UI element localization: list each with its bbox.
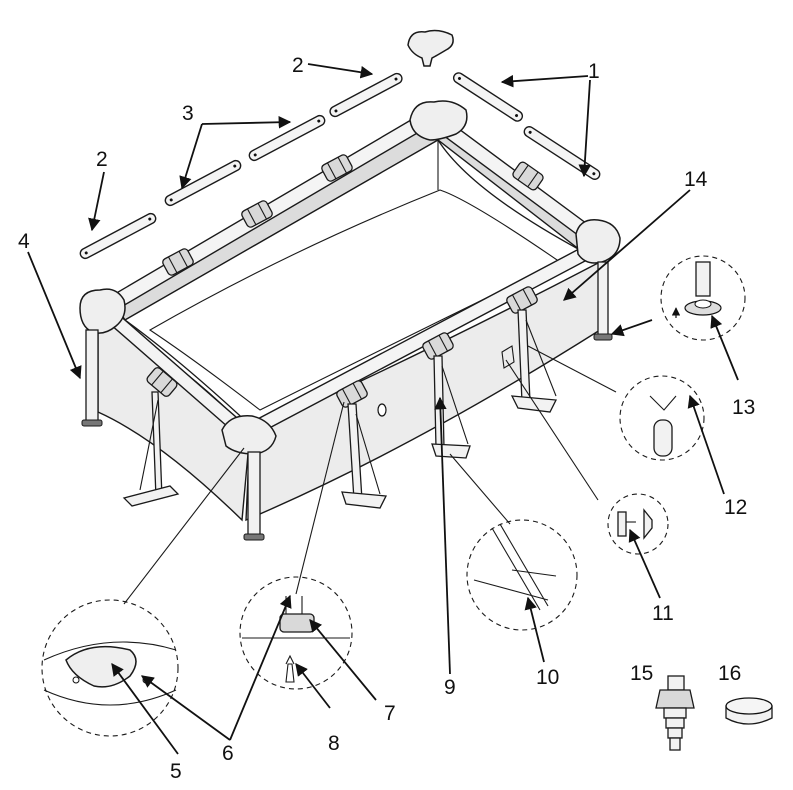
label-3: 3 — [182, 102, 194, 125]
label-7: 7 — [384, 702, 396, 725]
label-14: 14 — [684, 168, 708, 191]
label-2-top: 2 — [292, 54, 304, 77]
label-12: 12 — [724, 496, 747, 519]
label-10: 10 — [536, 666, 559, 689]
label-9: 9 — [444, 676, 456, 699]
legs — [81, 261, 613, 541]
loose-pipes — [79, 29, 601, 260]
callout-labels: 1 2 2 3 4 5 6 7 8 9 10 11 12 13 14 15 16 — [18, 54, 755, 783]
detail-10 — [466, 519, 578, 631]
leader-arrows — [27, 63, 739, 755]
label-15: 15 — [630, 662, 653, 685]
drain-plugs — [377, 345, 515, 417]
label-11: 11 — [652, 602, 674, 625]
detail-5-6 — [41, 599, 179, 737]
label-8: 8 — [328, 732, 340, 755]
label-6: 6 — [222, 742, 234, 765]
detail-12 — [619, 375, 705, 461]
part-16-washer — [725, 697, 773, 725]
label-2-left: 2 — [96, 148, 108, 171]
corner-joints — [79, 100, 621, 455]
label-5: 5 — [170, 760, 182, 783]
label-13: 13 — [732, 396, 755, 419]
label-16: 16 — [718, 662, 741, 685]
t-joints — [146, 154, 544, 408]
label-1: 1 — [588, 60, 600, 83]
part-15-hose-connector — [655, 675, 695, 751]
detail-11 — [607, 493, 669, 555]
label-4: 4 — [18, 230, 30, 253]
detail-7-8 — [239, 576, 353, 690]
detail-13 — [660, 255, 746, 341]
